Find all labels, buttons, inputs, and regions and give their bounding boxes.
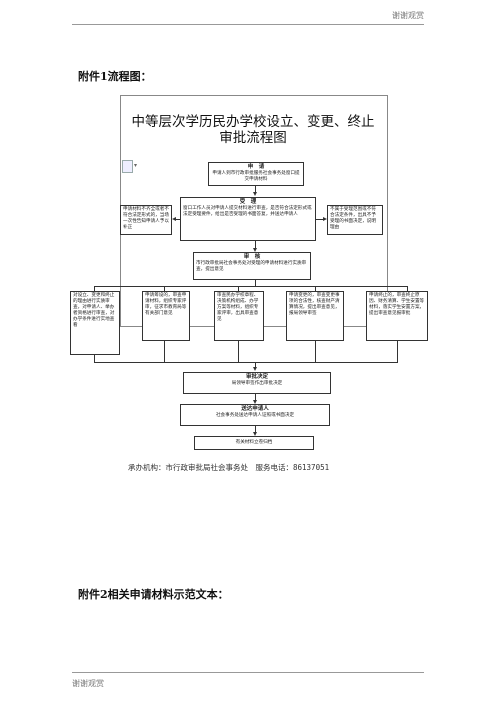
step-accept: 受 理 窗口工作人员对申请人提交材料进行审查，是否符合法定形式或法定受理要件，给… bbox=[180, 197, 316, 241]
footer-rule bbox=[72, 672, 424, 673]
step-review: 审 核 市行政审批局社会事务处对受理的申请材料进行实质审查，提出意见 bbox=[193, 252, 311, 280]
step-review-title: 审 核 bbox=[243, 254, 261, 260]
arrow-line bbox=[255, 186, 256, 193]
arrow-head bbox=[253, 400, 257, 404]
arrow-line bbox=[255, 426, 256, 433]
review-path-2: 申请筹设的，审查申请材料，组织专家评审，征求市教育局等有关部门意见 bbox=[142, 291, 190, 341]
review-path-1: 对设立、变更和终止的理由进行实质审查，对申请人、举办者资格进行审查，对办学条件进… bbox=[70, 291, 120, 355]
step-review-text: 市行政审批局社会事务处对受理的申请材料进行实质审查，提出意见 bbox=[196, 261, 307, 272]
step-deliver-title: 送达申请人 bbox=[241, 406, 269, 412]
arrow-line bbox=[316, 219, 323, 220]
arrow-head bbox=[253, 192, 257, 196]
arrow-line bbox=[255, 394, 256, 401]
review-path-5-text: 申请终止的，审查终止原因、财务清算、学生安置等材料，落实学生安置方案，提出审查意… bbox=[369, 293, 425, 316]
document-icon bbox=[122, 160, 133, 173]
branch-line bbox=[164, 286, 165, 291]
step-apply-text: 申请人到市行政审批服务社会事务处窗口提交申请材料 bbox=[212, 171, 300, 182]
review-path-1-text: 对设立、变更和终止的理由进行实质审查，对申请人、举办者资格进行审查，对办学条件进… bbox=[73, 293, 115, 328]
merge-line bbox=[238, 341, 239, 362]
note-incomplete-text: 申请材料不齐全或者不符合法定形式的，当场一次性告知申请人予以补正 bbox=[123, 207, 169, 230]
arrow-head bbox=[172, 217, 176, 221]
review-path-2-text: 申请筹设的，审查申请材料，组织专家评审，征求市教育局等有关部门意见 bbox=[145, 293, 187, 316]
merge-line bbox=[94, 355, 95, 362]
branch-line bbox=[315, 286, 316, 291]
step-decide-title: 审批决定 bbox=[245, 374, 268, 380]
merge-line bbox=[315, 341, 316, 362]
header-rule bbox=[72, 24, 424, 25]
merge-line bbox=[397, 341, 398, 362]
step-decide: 审批决定 局领导审签作出审批决定 bbox=[183, 372, 331, 394]
branch-line bbox=[255, 280, 256, 286]
branch-line bbox=[238, 286, 239, 291]
section-heading-attachment-1: 附件1流程图： bbox=[78, 70, 152, 83]
arrow-head bbox=[323, 217, 327, 221]
arrow-line bbox=[255, 362, 256, 368]
note-rejected: 不属于受理范围或不符合法定条件，出具不予受理的书面决定，说明理由 bbox=[327, 205, 383, 235]
step-archive-text: 有关材料立卷归档 bbox=[235, 440, 273, 445]
arrow-head bbox=[253, 367, 257, 371]
step-decide-text: 局领导审签作出审批决定 bbox=[231, 381, 283, 386]
flowchart-subtitle: 审批流程图 bbox=[219, 130, 287, 146]
review-path-4: 申请变更的，审查变更事项的合法性，核查财产清算情况，提出审查意见，报局领导审签 bbox=[286, 291, 344, 341]
chevron-down-icon: ▾ bbox=[134, 162, 138, 169]
note-rejected-text: 不属于受理范围或不符合法定条件，出具不予受理的书面决定，说明理由 bbox=[330, 207, 376, 230]
step-deliver: 送达申请人 社会事务处送达申请人证照或书面决定 bbox=[180, 404, 330, 426]
branch-line bbox=[94, 286, 95, 291]
step-accept-text: 窗口工作人员对申请人提交材料进行审查，是否符合法定形式或法定受理要件，给出是否受… bbox=[183, 206, 312, 217]
arrow-line bbox=[255, 241, 256, 249]
section-heading-attachment-2: 附件2相关申请材料示范文本： bbox=[78, 588, 229, 601]
review-path-3-text: 审查民办学校章程、决策机构组成、办学方案等材料，组织专家评审，出具审查意见 bbox=[217, 293, 259, 322]
contact-info: 承办机构：市行政审批局社会事务处 服务电话：86137051 bbox=[128, 463, 330, 472]
branch-line bbox=[94, 286, 408, 287]
step-apply: 申 请 申请人到市行政审批服务社会事务处窗口提交申请材料 bbox=[208, 162, 304, 186]
step-deliver-text: 社会事务处送达申请人证照或书面决定 bbox=[215, 413, 295, 418]
footer-note: 谢谢观赏 bbox=[72, 679, 104, 688]
merge-line bbox=[164, 341, 165, 362]
header-note: 谢谢观赏 bbox=[392, 11, 424, 20]
review-path-3: 审查民办学校章程、决策机构组成、办学方案等材料，组织专家评审，出具审查意见 bbox=[214, 291, 264, 341]
review-path-4-text: 申请变更的，审查变更事项的合法性，核查财产清算情况，提出审查意见，报局领导审签 bbox=[289, 293, 340, 316]
arrow-line bbox=[176, 219, 180, 220]
arrow-head bbox=[253, 248, 257, 252]
arrow-head bbox=[253, 432, 257, 436]
branch-line bbox=[407, 286, 408, 291]
review-path-5: 申请终止的，审查终止原因、财务清算、学生安置等材料，落实学生安置方案，提出审查意… bbox=[366, 291, 428, 341]
note-incomplete-materials: 申请材料不齐全或者不符合法定形式的，当场一次性告知申请人予以补正 bbox=[120, 205, 172, 235]
step-apply-title: 申 请 bbox=[247, 164, 265, 170]
merge-line bbox=[94, 362, 398, 363]
step-archive: 有关材料立卷归档 bbox=[194, 436, 314, 450]
step-accept-title: 受 理 bbox=[239, 199, 257, 205]
flowchart-title: 中等层次学历民办学校设立、变更、终止 bbox=[131, 114, 375, 130]
